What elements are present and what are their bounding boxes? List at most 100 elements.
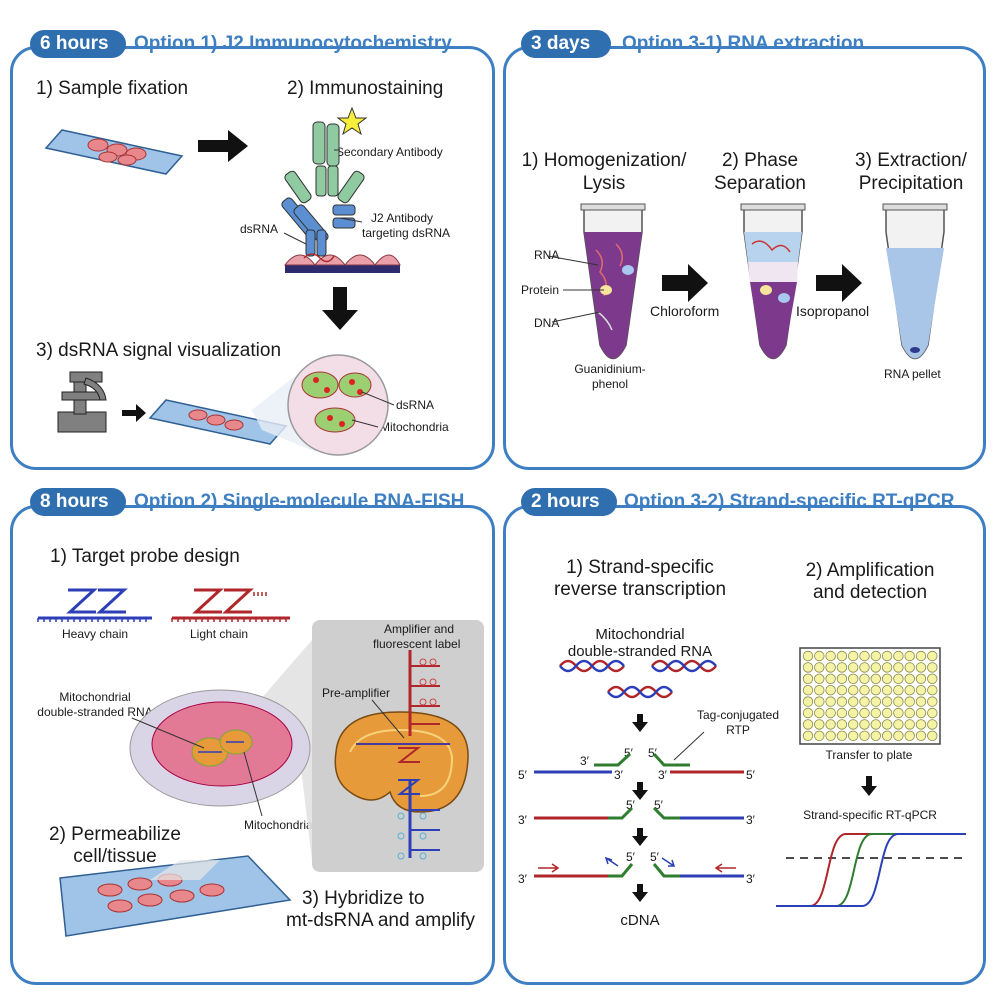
prime-row3-right3: 3′ <box>746 872 755 886</box>
plate-well <box>814 662 825 673</box>
plate-well <box>859 707 870 719</box>
amplifier-tree-icon <box>371 650 440 860</box>
plate-well <box>802 673 814 685</box>
plate-well <box>893 673 904 685</box>
plate-well <box>893 730 904 742</box>
label-targeting-dsrna: targeting dsRNA <box>362 226 451 240</box>
plate-well <box>802 707 814 719</box>
arrow-isopropanol-icon <box>816 264 862 302</box>
plate-well <box>881 650 893 662</box>
plate-well <box>836 673 848 685</box>
plate-well <box>814 707 825 719</box>
prime-row1-mid3b: 3′ <box>658 768 667 782</box>
plate-well <box>870 707 882 719</box>
plate-well <box>927 730 938 742</box>
tissue-slide-icon <box>59 855 292 937</box>
plate-well <box>927 696 938 707</box>
plate-well <box>870 730 882 742</box>
plate-well <box>802 696 814 707</box>
cell-dish-icon <box>129 689 311 817</box>
plate-well <box>814 673 825 685</box>
panel-a-step1: 1) Sample fixation <box>36 78 189 99</box>
prime-row1-mid3: 3′ <box>614 768 623 782</box>
panel-c-time-badge: 8 hours <box>30 488 126 516</box>
label-heavy-chain: Heavy chain <box>62 627 129 641</box>
panel-c-step2-line1: 2) Permeabilize <box>49 824 181 845</box>
light-chain-probe-icon <box>171 588 290 622</box>
plate-well <box>870 685 882 696</box>
plate-well <box>859 673 870 685</box>
plate-well <box>802 730 814 742</box>
plate-well <box>927 662 938 673</box>
plate-well <box>893 685 904 696</box>
heavy-chain-probe-icon <box>37 588 152 622</box>
panel-d-title: Option 3-2) Strand-specific RT-qPCR <box>624 491 955 512</box>
label-guanidinium: Guanidinium- <box>574 362 646 376</box>
prime-row1-right5: 5′ <box>746 768 755 782</box>
plate-well <box>825 707 836 719</box>
plate-well <box>814 719 825 730</box>
plate-well <box>802 650 814 662</box>
panel-b-step2-line2: Separation <box>714 173 806 194</box>
plate-well <box>893 707 904 719</box>
prime-row1-5a: 5′ <box>624 746 633 760</box>
zoom-circle-icon <box>287 354 395 456</box>
label-tag-conjugated: Tag-conjugated <box>696 708 780 722</box>
plate-well <box>848 685 859 696</box>
prime-row3-5a: 5′ <box>626 850 635 864</box>
tube-phase-separation-icon <box>740 203 806 360</box>
plate-well <box>802 719 814 730</box>
label-qpcr: Strand-specific RT-qPCR <box>803 808 937 822</box>
plate-well <box>848 650 859 662</box>
panel-c-step3-line2: mt-dsRNA and amplify <box>286 910 476 931</box>
plate-well <box>870 650 882 662</box>
plate-well <box>904 719 915 730</box>
plate-well <box>927 650 938 662</box>
96-well-plate-icon <box>799 647 941 745</box>
plate-well <box>904 685 915 696</box>
arrow-down-2-icon <box>632 782 648 800</box>
plate-well <box>859 662 870 673</box>
label-amplifier: Amplifier and <box>384 622 455 636</box>
label-rna-pellet: RNA pellet <box>884 367 941 381</box>
plate-well <box>836 696 848 707</box>
panel-c-step1: 1) Target probe design <box>50 546 240 567</box>
panel-d-step1-line2: reverse transcription <box>553 579 727 600</box>
label-cdna: cDNA <box>620 912 660 929</box>
panel-strand-specific-rt-qpcr <box>503 505 986 985</box>
plate-well <box>836 685 848 696</box>
plate-well <box>927 685 938 696</box>
rt-row1 <box>534 731 744 774</box>
plate-well <box>836 730 848 742</box>
plate-well <box>915 685 927 696</box>
label-dsrna: dsRNA <box>240 222 279 236</box>
label-secondary-antibody: Secondary Antibody <box>336 145 443 159</box>
panel-c-step2-line2: cell/tissue <box>73 846 157 867</box>
plate-well <box>859 650 870 662</box>
plate-well <box>915 730 927 742</box>
plate-well <box>848 719 859 730</box>
plate-well <box>848 662 859 673</box>
plate-well <box>881 719 893 730</box>
cell-surface-icon <box>283 253 401 273</box>
panel-c-title: Option 2) Single-molecule RNA-FISH <box>134 491 465 512</box>
plate-well <box>836 707 848 719</box>
panel-b-step3-line1: 3) Extraction/ <box>855 150 967 171</box>
plate-well <box>814 650 825 662</box>
prime-row3-5b: 5′ <box>650 850 659 864</box>
plate-well <box>893 719 904 730</box>
label-pre-amplifier: Pre-amplifier <box>322 686 391 700</box>
arrow-down-1-icon <box>632 714 648 732</box>
fluorophore-star-icon <box>336 106 368 136</box>
plate-well <box>881 662 893 673</box>
prime-row1-3: 3′ <box>580 754 589 768</box>
plate-well <box>904 696 915 707</box>
label-protein: Protein <box>521 283 560 297</box>
dsrna-helix-icons <box>559 659 717 699</box>
plate-well <box>848 707 859 719</box>
microscope-slide-icon <box>44 129 184 175</box>
panel-c-step3-line1: 3) Hybridize to <box>302 888 425 909</box>
